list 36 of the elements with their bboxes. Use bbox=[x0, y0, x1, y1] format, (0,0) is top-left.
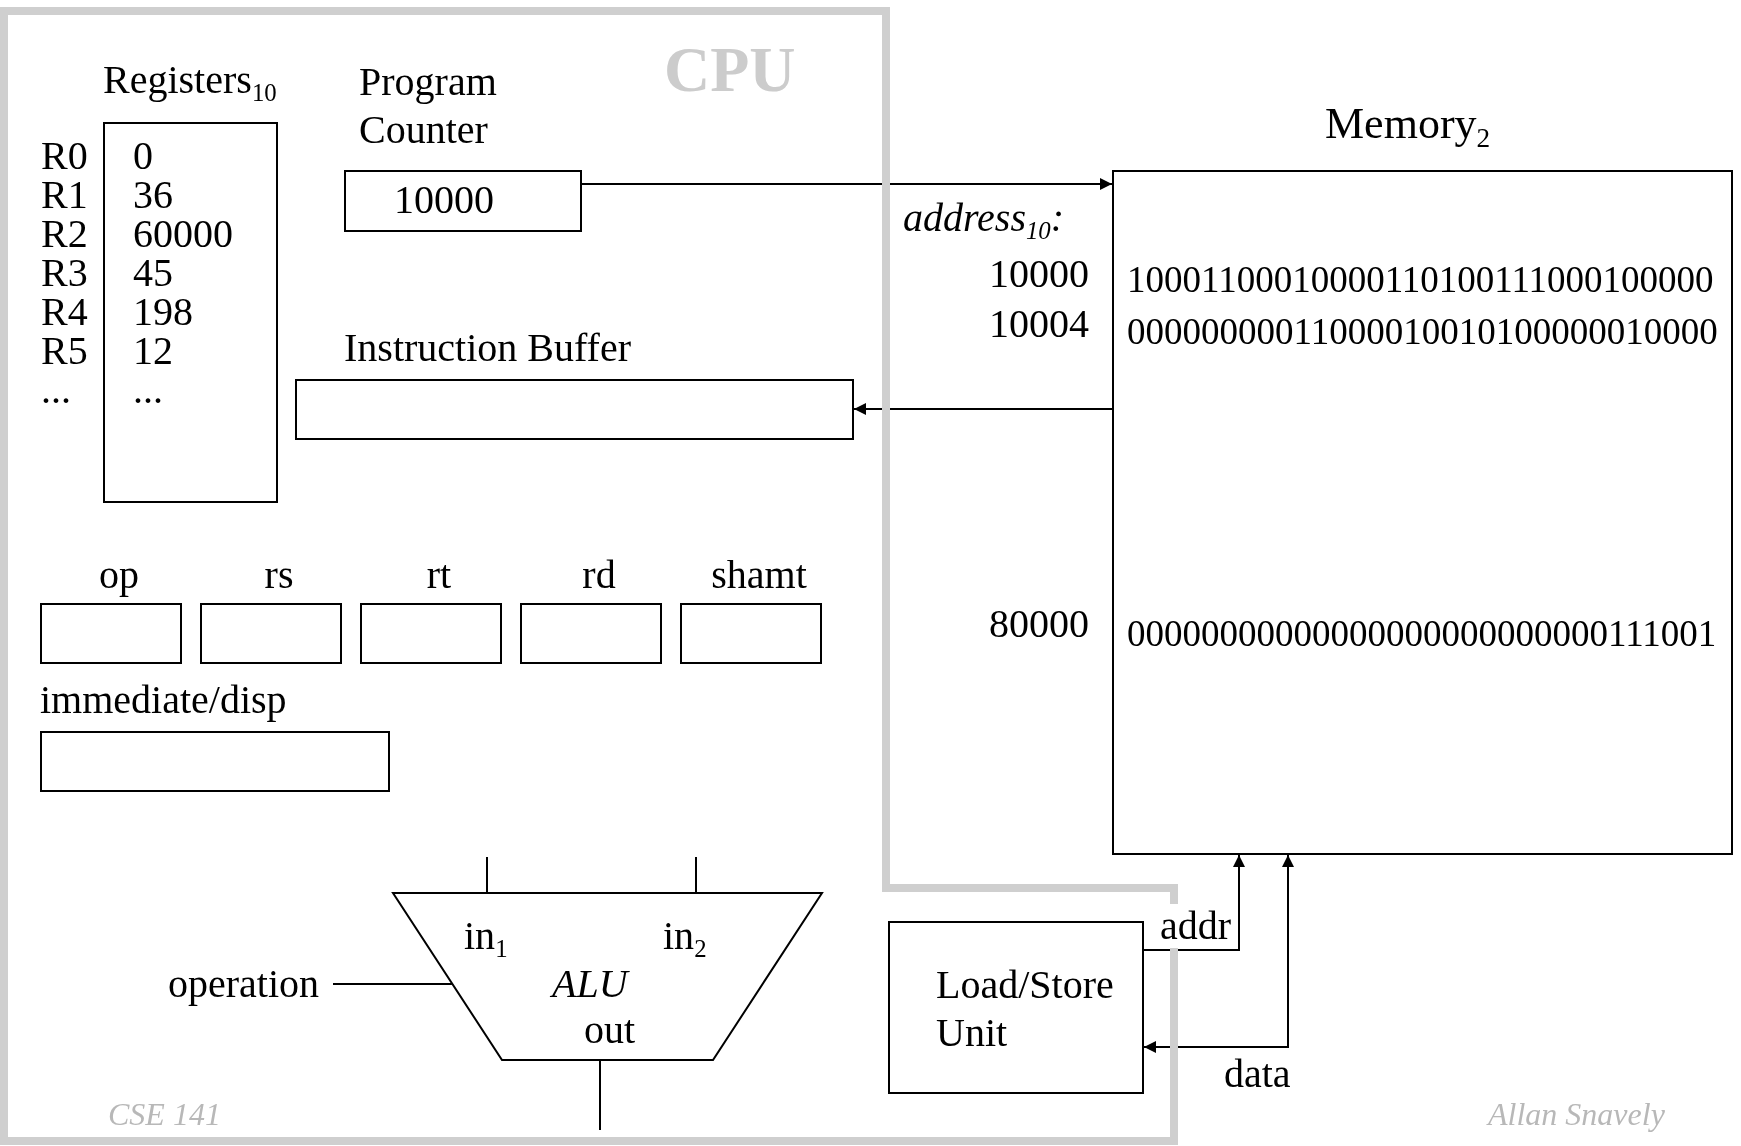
register-heading: Registers$_{10}$ bbox=[103, 58, 277, 102]
arrow bbox=[853, 403, 1113, 415]
port-label: out bbox=[584, 1008, 636, 1052]
arrow bbox=[1143, 854, 1294, 1053]
field-heading: rs bbox=[264, 553, 294, 597]
port-label: in$_{2}$ bbox=[663, 914, 707, 958]
counter-heading: Program Counter bbox=[359, 58, 498, 154]
unit-label: Load/Store Unit bbox=[936, 961, 1115, 1057]
field-heading: op bbox=[99, 553, 139, 597]
address-label: 80000 bbox=[989, 602, 1089, 646]
signal-label: operation bbox=[168, 962, 320, 1006]
unit-box bbox=[888, 921, 1144, 1094]
field-heading: rt bbox=[426, 553, 452, 597]
address-label: address$_{10}$: bbox=[903, 196, 1065, 240]
port-label: in$_{1}$ bbox=[464, 914, 508, 958]
memory-heading: Memory$_{2}$ bbox=[1325, 100, 1491, 149]
memory-word: 00000000011000010010100000010000 bbox=[1127, 312, 1718, 353]
field-heading: rd bbox=[582, 553, 616, 597]
arrow bbox=[581, 178, 1113, 190]
edge-label: addr bbox=[1160, 904, 1232, 948]
arrow bbox=[1143, 854, 1245, 951]
alu-label: ALU bbox=[552, 962, 628, 1006]
buffer-heading: Instruction Buffer bbox=[344, 326, 631, 370]
memory-word: 10001100010000110100111000100000 bbox=[1127, 260, 1714, 301]
connector-line bbox=[332, 983, 453, 985]
counter-value: 10000 bbox=[394, 178, 494, 222]
footer-note: Allan Snavely bbox=[1488, 1096, 1665, 1133]
footer-note: CSE 141 bbox=[108, 1096, 221, 1133]
connector-line bbox=[486, 856, 488, 893]
field-heading: shamt bbox=[711, 553, 807, 597]
address-label: 10004 bbox=[989, 302, 1089, 346]
connector-line bbox=[695, 856, 697, 893]
field-heading: immediate/disp bbox=[40, 678, 287, 722]
memory-word: 00000000000000000000000000111001 bbox=[1127, 614, 1717, 655]
connector-line bbox=[599, 1060, 601, 1131]
address-label: 10000 bbox=[989, 252, 1089, 296]
